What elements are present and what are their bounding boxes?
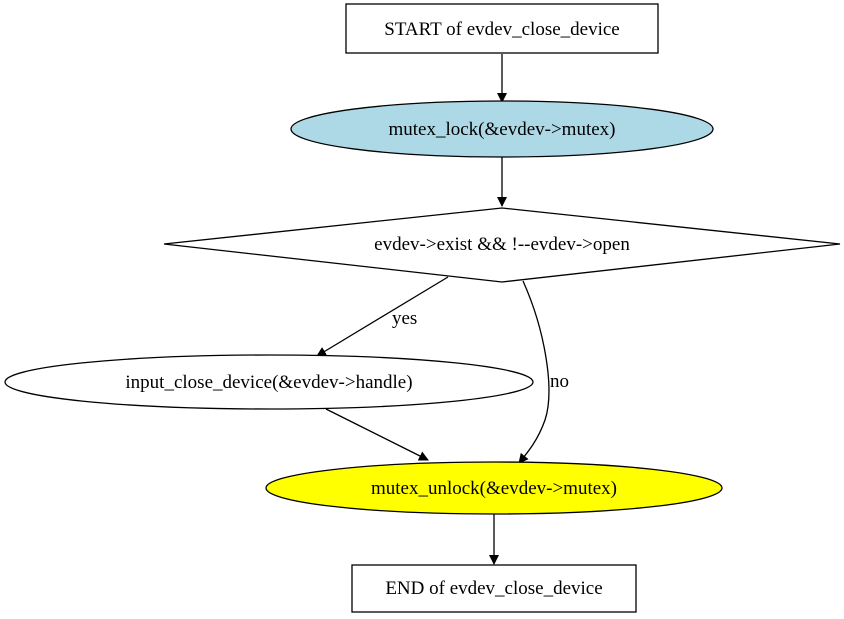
- edge-cond-to-close-yes: [316, 276, 449, 357]
- node-condition: evdev->exist && !--evdev->open: [163, 207, 841, 283]
- end-box: [351, 564, 637, 613]
- input-close-device-ellipse: [4, 354, 534, 410]
- edge-close-to-unlock: [325, 408, 429, 461]
- start-box: [345, 3, 659, 54]
- edge-label-yes: yes: [392, 308, 417, 329]
- end-label: END of evdev_close_device: [385, 578, 602, 599]
- edge-cond-to-unlock-no: [518, 280, 550, 464]
- mutex-unlock-label: mutex_unlock(&evdev->mutex): [371, 478, 617, 499]
- edge-label-no: no: [550, 371, 569, 392]
- condition-label: evdev->exist && !--evdev->open: [374, 234, 630, 255]
- start-label: START of evdev_close_device: [384, 19, 619, 40]
- input-close-device-label: input_close_device(&evdev->handle): [125, 372, 412, 393]
- mutex-unlock-ellipse: [265, 461, 723, 515]
- node-mutex-unlock: mutex_unlock(&evdev->mutex): [265, 461, 723, 515]
- node-end: END of evdev_close_device: [351, 564, 637, 613]
- mutex-lock-label: mutex_lock(&evdev->mutex): [388, 119, 615, 140]
- node-mutex-lock: mutex_lock(&evdev->mutex): [290, 100, 714, 158]
- node-input-close-device: input_close_device(&evdev->handle): [4, 354, 534, 410]
- node-start: START of evdev_close_device: [345, 3, 659, 54]
- condition-diamond: [163, 207, 841, 283]
- mutex-lock-ellipse: [290, 100, 714, 158]
